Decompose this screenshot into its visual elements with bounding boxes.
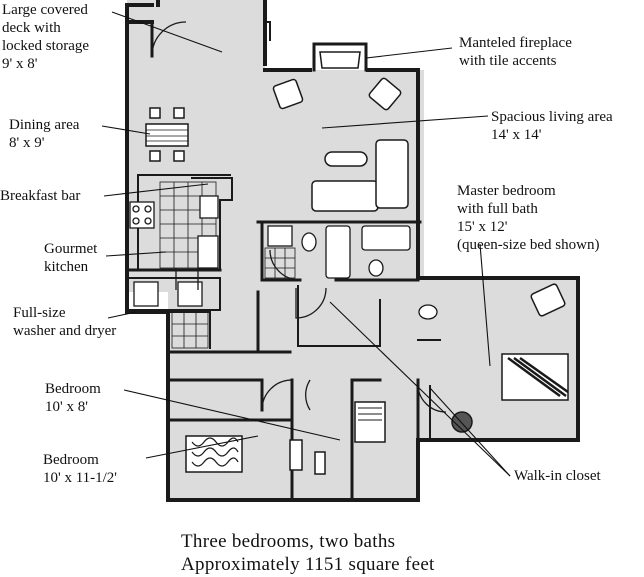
label-breakfast: Breakfast bar — [0, 188, 81, 204]
kitchen-appliances — [129, 195, 219, 307]
bath-fixtures — [267, 225, 438, 320]
label-closet: Walk-in closet — [514, 468, 601, 484]
living-furniture — [272, 77, 409, 212]
walls — [125, 0, 580, 502]
bedroom-furniture — [185, 401, 386, 475]
dining-table — [145, 107, 189, 162]
caption-square-feet: Approximately 1151 square feet — [181, 554, 435, 575]
caption-bedrooms-baths: Three bedrooms, two baths — [181, 531, 396, 552]
master-furniture — [451, 283, 569, 433]
kitchen-tile — [159, 181, 296, 349]
doors — [151, 21, 447, 413]
leader-lines — [101, 11, 511, 477]
